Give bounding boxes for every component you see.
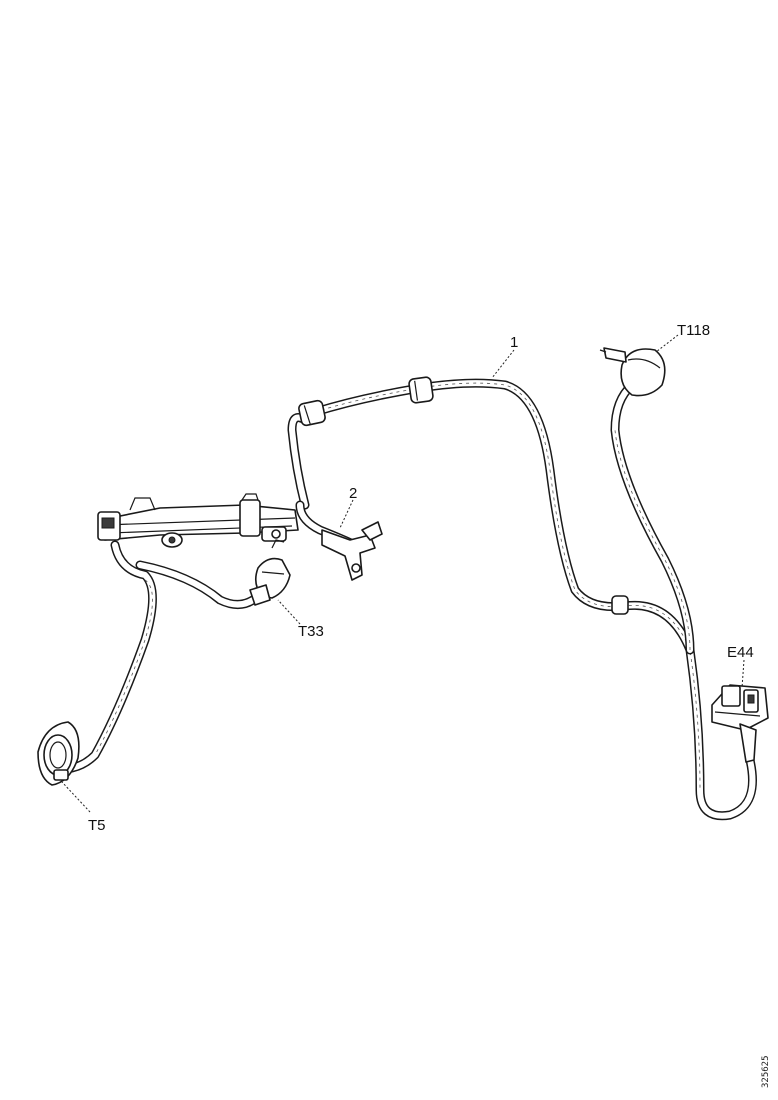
- label-t5: T5: [88, 817, 106, 834]
- connector-t33: [249, 539, 291, 606]
- figure-code: 325625: [761, 1055, 771, 1088]
- rail-assembly: [97, 493, 299, 548]
- cable-grommet: [408, 376, 434, 404]
- branch-to-t5: [67, 540, 157, 773]
- label-item-2: 2: [349, 485, 357, 502]
- label-t118: T118: [677, 322, 710, 339]
- label-t33: T33: [298, 623, 324, 640]
- cable-clip-lower: [611, 595, 629, 615]
- label-item-1: 1: [510, 334, 518, 351]
- connector-t5: [37, 721, 80, 786]
- leader-lines: [61, 334, 745, 813]
- cable-clip: [298, 399, 326, 427]
- branch-to-t33: [135, 560, 267, 609]
- label-e44: E44: [727, 644, 754, 661]
- connector-t118: [599, 347, 666, 397]
- bracket: [321, 521, 383, 581]
- branch-to-t118: [610, 380, 695, 655]
- component-e44: [711, 684, 769, 763]
